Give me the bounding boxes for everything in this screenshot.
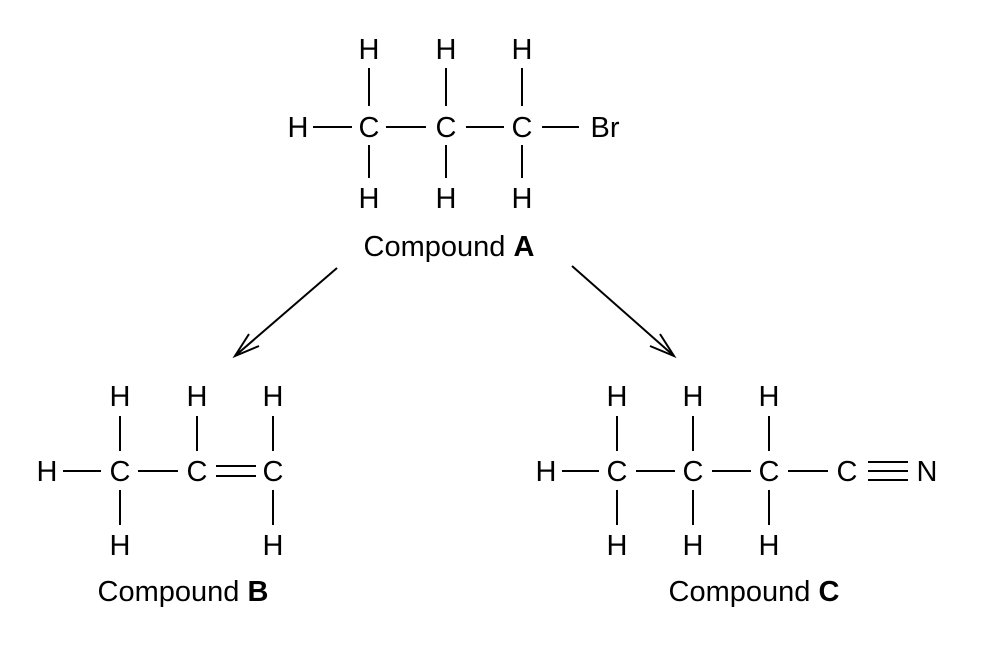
- compound-b-structure: H H H H C C C H H: [37, 381, 284, 562]
- compound-b-h-bottom-1: H: [110, 530, 131, 562]
- compound-c-c2: C: [683, 456, 704, 488]
- compound-b-h-left: H: [37, 456, 58, 488]
- compound-c-h-top-2: H: [683, 381, 704, 413]
- compound-b-h-top-2: H: [187, 381, 208, 413]
- compound-a-h-top-1: H: [359, 34, 380, 66]
- compound-a-h-top-2: H: [436, 34, 457, 66]
- compound-c-h-left: H: [536, 456, 557, 488]
- compound-c-n: N: [917, 456, 938, 488]
- compound-a-c3: C: [512, 112, 533, 144]
- compound-c-c1: C: [607, 456, 628, 488]
- compound-b-c2: C: [187, 456, 208, 488]
- compound-b-h-top-3: H: [263, 381, 284, 413]
- compound-a-h-bottom-2: H: [436, 183, 457, 215]
- compound-b-c1: C: [110, 456, 131, 488]
- compound-c-h-top-1: H: [607, 381, 628, 413]
- compound-c-h-bottom-3: H: [759, 530, 780, 562]
- compound-a-h-bottom-1: H: [359, 183, 380, 215]
- compound-a-structure: H H H H C C C Br H H H: [288, 34, 620, 215]
- compound-a-h-top-3: H: [512, 34, 533, 66]
- compound-a-h-left: H: [288, 112, 309, 144]
- compound-c-h-bottom-2: H: [683, 530, 704, 562]
- compound-c-structure: H H H H C C C C N H H H: [536, 381, 938, 562]
- compound-a-c1: C: [359, 112, 380, 144]
- compound-a-h-bottom-3: H: [512, 183, 533, 215]
- compound-c-h-top-3: H: [759, 381, 780, 413]
- compound-b-caption: Compound B: [98, 576, 269, 608]
- compound-a-caption: Compound A: [364, 231, 535, 263]
- compound-c-c4: C: [837, 456, 858, 488]
- compound-c-caption: Compound C: [669, 576, 840, 608]
- compound-c-c3: C: [759, 456, 780, 488]
- compound-b-h-top-1: H: [110, 381, 131, 413]
- arrow-to-compound-c: [571, 265, 677, 359]
- compound-a-br: Br: [591, 112, 620, 144]
- compound-b-c3: C: [263, 456, 284, 488]
- compound-c-h-bottom-1: H: [607, 530, 628, 562]
- arrow-to-compound-b: [232, 267, 338, 359]
- compound-a-c2: C: [436, 112, 457, 144]
- compound-b-h-bottom-3: H: [263, 530, 284, 562]
